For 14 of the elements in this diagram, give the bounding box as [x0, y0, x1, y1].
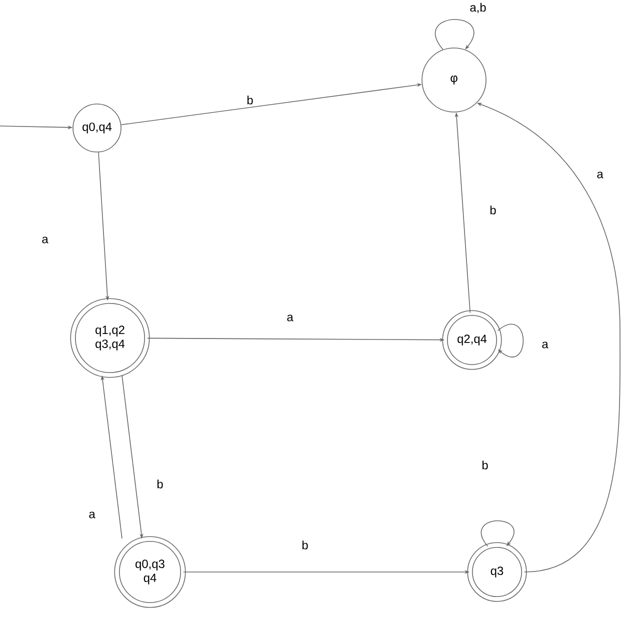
edge-label: a [540, 340, 550, 350]
edge-label: b [488, 204, 498, 216]
edge-label: b [156, 478, 164, 490]
arrow [480, 520, 514, 547]
edge-label: a [40, 236, 50, 244]
edge-label: b [480, 460, 490, 470]
edge-label: a [596, 170, 604, 180]
edge-label: b [300, 540, 310, 550]
edge-label: a [88, 510, 96, 520]
arrow [434, 19, 474, 50]
edge-label: a [286, 314, 294, 322]
edge-label: a,b [468, 2, 488, 14]
edge-label: b [246, 94, 254, 106]
arrow [497, 324, 524, 358]
